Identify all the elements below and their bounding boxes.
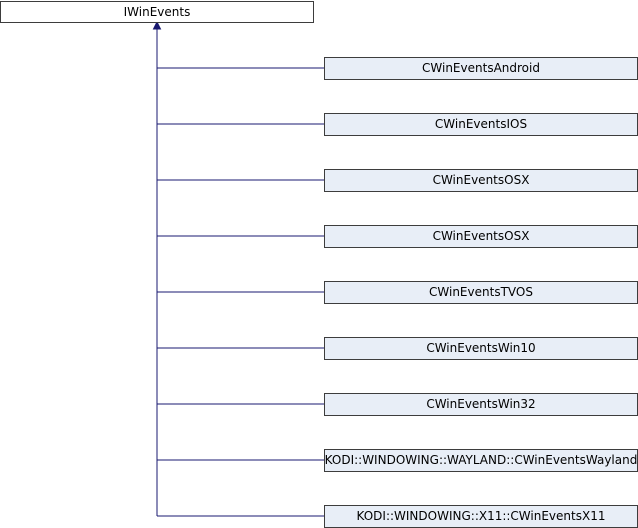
- derived-class-label: CWinEventsOSX: [433, 173, 530, 187]
- derived-class-node[interactable]: CWinEventsTVOS: [324, 281, 638, 304]
- derived-class-node[interactable]: CWinEventsWin10: [324, 337, 638, 360]
- derived-class-node[interactable]: CWinEventsIOS: [324, 113, 638, 136]
- derived-class-node[interactable]: KODI::WINDOWING::X11::CWinEventsX11: [324, 505, 638, 528]
- derived-class-label: CWinEventsOSX: [433, 229, 530, 243]
- derived-class-node[interactable]: CWinEventsOSX: [324, 169, 638, 192]
- derived-class-label: CWinEventsAndroid: [422, 61, 540, 75]
- derived-class-node[interactable]: CWinEventsWin32: [324, 393, 638, 416]
- derived-class-node[interactable]: CWinEventsOSX: [324, 225, 638, 248]
- inheritance-arrowhead: [152, 20, 162, 30]
- base-class-label: IWinEvents: [124, 5, 191, 19]
- derived-class-label: KODI::WINDOWING::WAYLAND::CWinEventsWayl…: [325, 453, 638, 467]
- derived-class-label: CWinEventsWin32: [426, 397, 535, 411]
- derived-class-label: CWinEventsTVOS: [429, 285, 533, 299]
- derived-class-node[interactable]: KODI::WINDOWING::WAYLAND::CWinEventsWayl…: [324, 449, 638, 472]
- edges: [152, 20, 325, 517]
- derived-class-label: CWinEventsIOS: [435, 117, 527, 131]
- base-class-node[interactable]: IWinEvents: [0, 1, 314, 23]
- base-class-box: [0, 1, 314, 23]
- derived-class-label: CWinEventsWin10: [426, 341, 535, 355]
- derived-class-label: KODI::WINDOWING::X11::CWinEventsX11: [357, 509, 606, 523]
- derived-class-node[interactable]: CWinEventsAndroid: [324, 57, 638, 80]
